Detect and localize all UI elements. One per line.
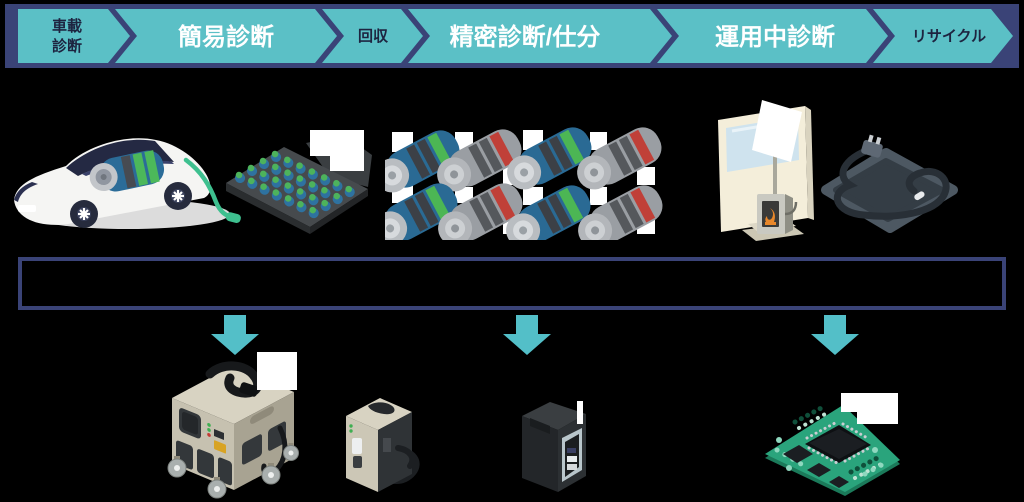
chevron-shape [18,9,130,63]
ev-car-with-battery-icon [14,138,241,229]
step-label: 簡易診断 [178,23,274,51]
process-step-in-operation-diagnosis: 運用中診断 [657,9,888,63]
caster-wheel [261,463,281,485]
blank-sign [752,100,802,162]
step-label: 精密診断/仕分 [450,23,601,51]
charging-adapter-cable-icon [821,134,958,233]
battery-cells-sorted-icon [385,125,669,240]
highlight-box [18,257,1006,310]
car-front-wheel [70,200,98,228]
down-arrows [211,315,859,355]
step-label-line1: 車載 [52,17,82,35]
process-bar: 車載 診断 簡易診断 回収 精密診断/仕分 運用中診断 リサイクル [5,4,1019,68]
down-arrow-icon [503,315,551,355]
step-label: 運用中診断 [715,23,835,51]
caster-wheel [207,477,227,499]
down-arrow-icon [811,315,859,355]
car-rear-wheel [164,182,192,210]
blank-label [330,156,364,171]
blank-label [257,352,297,390]
process-step-onboard-diagnosis: 車載 診断 [18,9,130,63]
monitor-panel-device-icon [718,100,814,241]
blank-label [577,401,583,424]
process-step-recycle: リサイクル [873,9,1013,63]
portable-tester-box-icon [346,398,420,492]
blank-label [857,412,898,424]
chevron-shape [115,9,337,63]
process-step-simple-diagnosis: 簡易診断 [115,9,337,63]
tower-tester-icon [522,402,586,492]
step-label: 回収 [358,27,389,45]
chevron-shape [322,9,423,63]
chevron-shape [873,9,1013,63]
step-label-line2: 診断 [52,37,82,55]
process-bar-chevrons: 車載 診断 簡易診断 回収 精密診断/仕分 運用中診断 リサイクル [18,9,1013,63]
caster-wheel [283,443,299,461]
blank-label [841,393,898,412]
circuit-board-icon [765,403,900,496]
blank-label [310,130,364,156]
down-arrow-icon [211,315,259,355]
process-step-collection: 回収 [322,9,423,63]
process-step-precision-diagnosis: 精密診断/仕分 [408,9,672,63]
chevron-shape [657,9,888,63]
caster-wheel [167,456,187,478]
step-label: リサイクル [912,28,986,45]
chevron-shape [408,9,672,63]
